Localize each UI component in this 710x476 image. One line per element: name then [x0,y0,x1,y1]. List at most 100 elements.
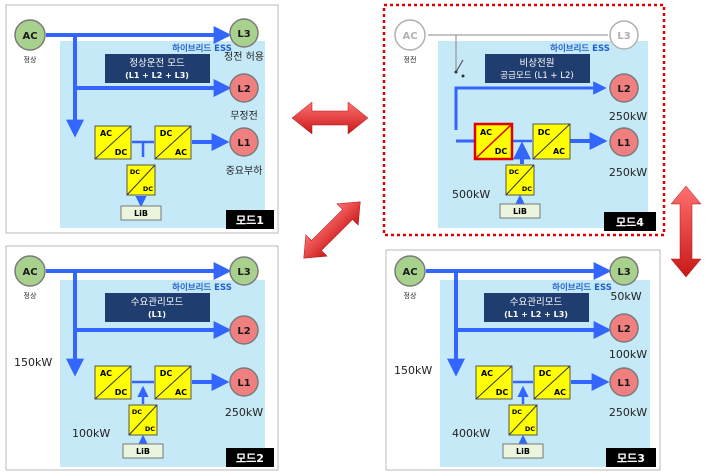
mode-label-box [105,54,210,83]
ess-title: 하이브리드 ESS [550,43,610,54]
svg-text:DC: DC [160,369,173,378]
load-l1-label: L1 [237,138,250,149]
bess-power: 500kW [452,188,490,201]
svg-text:AC: AC [100,129,112,138]
mode-name: 수요관리모드 [131,297,184,308]
ac-status: 정상 [404,291,417,300]
ac-label: AC [22,267,37,278]
dcdc-converter: DC DC [505,164,535,196]
load-l3-label: L3 [237,29,250,40]
load-l3-icon [609,256,639,286]
dcdc-converter: DC DC [126,164,156,196]
load-l2-icon [229,315,259,345]
ess-title: 하이브리드 ESS [172,282,232,293]
load-l3-label: L3 [617,267,630,278]
mode-label-box [105,293,210,322]
l3-note: 정전 허용 [224,51,264,63]
mode-badge [606,448,656,467]
svg-text:DC: DC [525,425,535,433]
l2-power: 100kW [609,348,647,361]
ac-source-icon [394,19,426,51]
l1-power: 250kW [609,166,647,179]
lib-label: LiB [134,209,148,218]
mode-loads: (L1 + L2 + L3) [504,310,568,319]
mode-badge-label: 모드3 [617,452,645,465]
load-l2-label: L2 [237,326,250,337]
svg-text:AC: AC [175,388,187,397]
load-l1-icon [229,127,259,157]
mode-badge-label: 모드2 [236,452,264,465]
load-l2-label: L2 [617,84,630,95]
mode-badge [226,210,274,229]
svg-text:DC: DC [496,388,509,397]
svg-text:DC: DC [132,408,142,416]
ess-title: 하이브리드 ESS [172,43,232,54]
load-l2-label: L2 [237,84,250,95]
dcac-converter: DC AC [532,123,571,160]
bess-power: 100kW [72,427,110,440]
svg-text:DC: DC [495,147,508,156]
svg-text:DC: DC [115,388,128,397]
battery-lib [120,205,162,221]
ac-label: AC [402,267,417,278]
transition-arrow-mode1-mode4 [291,101,369,135]
dcdc-converter: DC DC [128,404,158,436]
mode-badge-label: 모드4 [616,216,644,229]
ac-status: 정상 [24,55,37,64]
svg-text:DC: DC [130,168,140,176]
panel-mode2: 하이브리드 ESS 수요관리모드 (L1) AC 정상 150kW L3 L2 … [5,245,279,471]
load-l2-icon [229,73,259,103]
panel-mode1: 하이브리드 ESS 정상운전 모드 (L1 + L2 + L3) AC 정상 L… [5,4,279,234]
svg-text:AC: AC [480,128,492,137]
mode-badge-label: 모드1 [236,214,264,227]
ac-label: AC [402,31,417,42]
svg-text:AC: AC [481,369,493,378]
acdc-converter: AC DC [94,125,132,160]
transition-arrow-mode2-mode4 [303,201,361,259]
svg-text:DC: DC [145,425,155,433]
panel-mode4: 하이브리드 ESS 비상전원 공급모드 (L1 + L2) AC 정전 L3 L… [382,3,666,237]
load-l1-label: L1 [617,138,630,149]
load-l3-icon [229,18,259,48]
svg-text:DC: DC [512,408,522,416]
panel-mode3: 하이브리드 ESS 수요관리모드 (L1 + L2 + L3) AC 정상 15… [385,249,661,471]
dcdc-converter: DC DC [508,404,538,436]
load-l1-label: L1 [237,378,250,389]
svg-text:DC: DC [522,185,532,193]
ess-title: 하이브리드 ESS [552,282,612,293]
lib-label: LiB [513,207,527,216]
svg-text:DC: DC [509,168,519,176]
dcac-converter: DC AC [533,365,571,400]
l2-power: 250kW [609,110,647,123]
ac-label: AC [22,31,37,42]
battery-lib [502,443,544,459]
svg-text:AC: AC [175,148,187,157]
load-l2-icon [609,313,639,343]
svg-text:AC: AC [100,369,112,378]
load-l1-icon [229,367,259,397]
mode-name: 비상전원 [520,58,555,69]
mode-label-box [484,293,589,322]
svg-text:DC: DC [538,128,551,137]
load-l1-icon [609,127,639,157]
mode-loads: (L1 + L2 + L3) [125,71,189,80]
open-switch-icon [455,59,464,73]
mode-name: 정상운전 모드 [129,58,185,69]
svg-text:DC: DC [539,369,552,378]
dcac-converter: DC AC [154,365,192,400]
battery-lib [122,443,164,459]
acdc-converter: AC DC [94,365,132,400]
svg-text:DC: DC [143,185,153,193]
svg-text:DC: DC [115,148,128,157]
load-l3-icon [229,256,259,286]
mode-loads: 공급모드 (L1 + L2) [500,71,573,81]
load-l1-label: L1 [617,378,630,389]
load-l2-icon [609,73,639,103]
grid-power: 150kW [14,356,52,369]
ac-status: 정상 [24,291,37,300]
transition-arrow-mode4-mode3 [670,185,702,278]
svg-text:AC: AC [553,147,565,156]
lib-label: LiB [516,447,530,456]
ac-source-icon [394,255,426,287]
